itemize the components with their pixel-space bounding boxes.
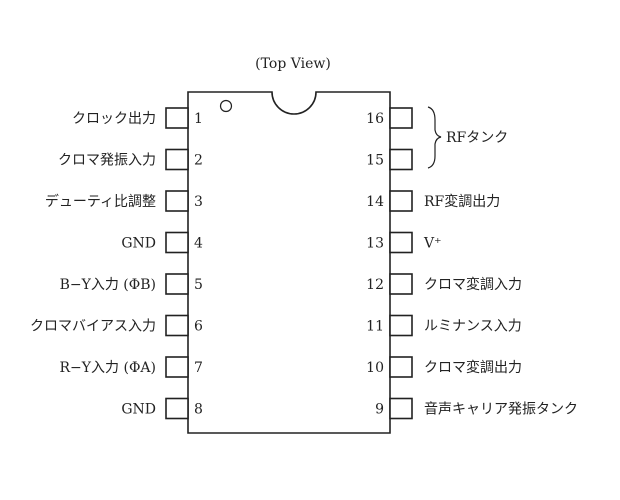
pin-lead-7 bbox=[165, 356, 189, 378]
right-pin-11: 11 ルミナンス入力 bbox=[366, 314, 522, 337]
pin-lead-2 bbox=[165, 148, 189, 171]
left-pin-2: 2 クロマ発振入力 bbox=[58, 148, 203, 171]
pin-label-3: デューティ比調整 bbox=[45, 193, 156, 210]
pin-label-2: クロマ発振入力 bbox=[58, 153, 156, 169]
pin-lead-10 bbox=[389, 356, 413, 378]
pin-label-7: R−Y入力 (ΦA) bbox=[60, 360, 156, 376]
right-pin-12: 12 クロマ変調入力 bbox=[366, 273, 522, 295]
pin-lead-13 bbox=[389, 231, 413, 254]
pin-lead-11 bbox=[389, 314, 413, 337]
pin-number-5: 5 bbox=[194, 277, 203, 293]
rf-tank-bracket bbox=[427, 106, 442, 169]
pin-number-6: 6 bbox=[194, 319, 203, 335]
pin-lead-1 bbox=[165, 107, 189, 129]
right-pin-10: 10 クロマ変調出力 bbox=[366, 356, 522, 378]
top-view-title: (Top View) bbox=[255, 56, 331, 72]
left-pin-3: 3 デューティ比調整 bbox=[45, 190, 203, 212]
pin-label-1: クロック出力 bbox=[72, 111, 156, 127]
right-pin-14: 14 RF変調出力 bbox=[366, 190, 500, 212]
pin-label-5: B−Y入力 (ΦB) bbox=[60, 277, 156, 293]
pin-lead-15 bbox=[389, 148, 413, 171]
pin-number-8: 8 bbox=[194, 402, 203, 418]
left-pin-5: 5 B−Y入力 (ΦB) bbox=[60, 273, 203, 295]
pin-number-4: 4 bbox=[194, 236, 203, 252]
pin-label-6: クロマバイアス入力 bbox=[30, 319, 156, 335]
right-pin-9: 9 音声キャリア発振タンク bbox=[375, 397, 578, 420]
pin-number-2: 2 bbox=[194, 153, 203, 169]
right-pin-13: 13 V⁺ bbox=[366, 231, 442, 254]
right-pin-15: 15 bbox=[366, 148, 413, 171]
pin-lead-16 bbox=[389, 107, 413, 129]
pin-number-14: 14 bbox=[366, 194, 384, 210]
pin-lead-5 bbox=[165, 273, 189, 295]
left-pin-1: 1 クロック出力 bbox=[72, 107, 203, 129]
pin-number-12: 12 bbox=[366, 277, 384, 293]
pin-number-11: 11 bbox=[366, 319, 384, 335]
ic-body bbox=[187, 91, 391, 434]
pin-lead-12 bbox=[389, 273, 413, 295]
pin-label-13: V⁺ bbox=[423, 236, 442, 252]
pin-number-7: 7 bbox=[194, 360, 203, 376]
pin-lead-6 bbox=[165, 314, 189, 337]
pin-label-9: 音声キャリア発振タンク bbox=[424, 401, 578, 418]
pin-number-3: 3 bbox=[194, 194, 203, 210]
pin-lead-3 bbox=[165, 190, 189, 212]
pin-number-1: 1 bbox=[194, 111, 203, 127]
pin-label-4: GND bbox=[121, 236, 156, 252]
pin-lead-9 bbox=[389, 397, 413, 420]
pin-lead-14 bbox=[389, 190, 413, 212]
rf-tank-label: RFタンク bbox=[446, 130, 508, 146]
pin-lead-8 bbox=[165, 397, 189, 420]
pin1-marker-dot bbox=[219, 99, 233, 113]
pin-label-8: GND bbox=[121, 402, 156, 418]
left-pin-7: 7 R−Y入力 (ΦA) bbox=[60, 356, 203, 378]
pin-label-12: クロマ変調入力 bbox=[424, 276, 522, 293]
pin-number-13: 13 bbox=[366, 236, 384, 252]
pin-label-11: ルミナンス入力 bbox=[424, 319, 522, 335]
left-pin-8: 8 GND bbox=[121, 397, 203, 420]
pin-number-9: 9 bbox=[375, 402, 384, 418]
right-pin-16: 16 bbox=[366, 107, 413, 129]
left-pin-4: 4 GND bbox=[121, 231, 203, 254]
pin-label-10: クロマ変調出力 bbox=[424, 359, 522, 376]
pin-number-16: 16 bbox=[366, 111, 384, 127]
pin-label-14: RF変調出力 bbox=[424, 193, 500, 210]
left-pin-6: 6 クロマバイアス入力 bbox=[30, 314, 203, 337]
pin-lead-4 bbox=[165, 231, 189, 254]
pin-number-15: 15 bbox=[366, 153, 384, 169]
pin-number-10: 10 bbox=[366, 360, 384, 376]
right-pins: 16 15 14 RF変調出力 13 V⁺ 12 クロマ変調入力 11 ルミナンス入力 10 クロマ変… bbox=[366, 107, 578, 420]
